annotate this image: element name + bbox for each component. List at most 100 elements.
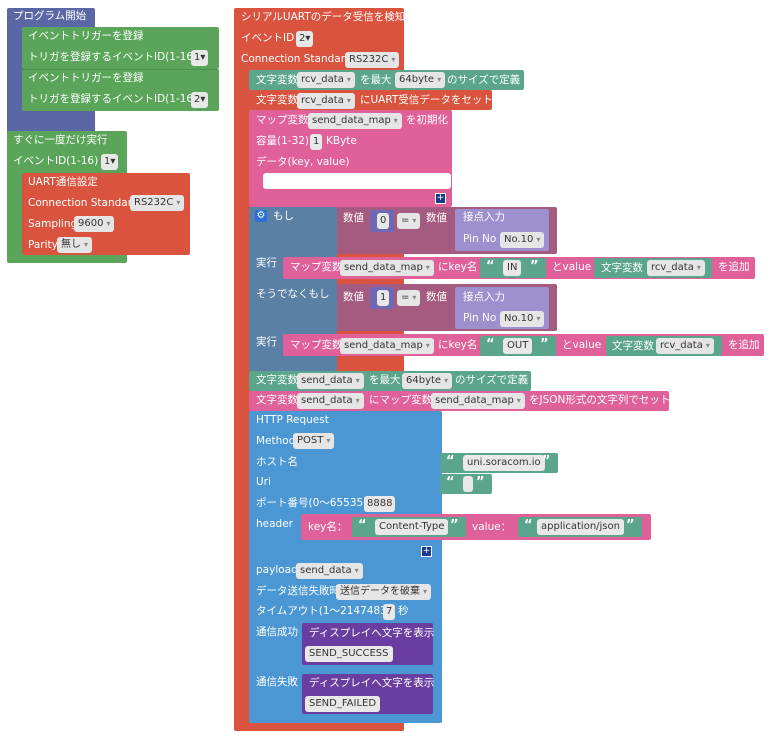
add2-key-field[interactable]: OUT (503, 338, 533, 354)
http-payload-label: payload (256, 564, 298, 576)
add2-var-dropdown[interactable]: send_data_map▾ (340, 338, 434, 354)
uart-settings-block[interactable] (22, 173, 190, 255)
uart-settings-title: UART通信設定 (28, 176, 98, 188)
add1-key-field[interactable]: IN (503, 260, 522, 276)
add2-key-label: にkey名 (438, 339, 478, 351)
add2-value-label: とvalue (562, 339, 602, 351)
http-uri-field[interactable] (463, 476, 473, 492)
header-value-label: value： (472, 521, 512, 533)
uart-set-suffix: にUART受信データをセット (360, 94, 493, 106)
add1-prefix: マップ変数 (290, 261, 343, 273)
display-label: ディスプレイへ文字を表示 (309, 627, 435, 639)
display-success-text[interactable]: SEND_SUCCESS (305, 646, 393, 662)
http-method-label: Method (256, 435, 296, 447)
http-port-field[interactable]: 8888 (364, 496, 396, 512)
map-init-var-dropdown[interactable]: send_data_map▾ (308, 113, 402, 129)
then-label-1: 実行 (256, 257, 277, 269)
quote-open-icon: “ (446, 475, 455, 490)
add1-key-label: にkey名 (438, 261, 478, 273)
quote-close-icon: ” (450, 518, 459, 533)
add2-value-prefix: 文字変数 (612, 340, 654, 352)
uart-set-prefix: 文字変数 (256, 94, 298, 106)
elseif-label: そうでなくもし (256, 288, 330, 300)
http-timeout-field[interactable]: 7 (383, 604, 396, 620)
add1-var-dropdown[interactable]: send_data_map▾ (340, 260, 434, 276)
map-cap-value[interactable]: 1 (310, 134, 323, 150)
sampling-label: Sampling (28, 218, 78, 230)
run-once-event-dropdown[interactable]: 1▾ (101, 154, 119, 170)
quote-open-icon: “ (446, 454, 455, 469)
conn-std-dropdown[interactable]: RS232C▾ (130, 195, 185, 211)
quote-close-icon: ” (626, 518, 635, 533)
quote-open-icon: “ (358, 518, 367, 533)
header-key-field[interactable]: Content-Type (375, 519, 449, 535)
map-data-label: データ(key, value) (256, 156, 350, 168)
strvar2-mid: を最大 (369, 374, 401, 386)
map-cap-unit: KByte (326, 135, 357, 147)
json-set-suffix: をJSON形式の文字列でセット (529, 394, 671, 406)
if-settings-gear-icon[interactable]: ⚙ (255, 210, 267, 222)
serial-conn-std-label: Connection Standard (241, 53, 352, 65)
cond2-num-label-2: 数値 (426, 291, 447, 303)
serial-event-label: イベントID (241, 32, 295, 44)
parity-label: Parity (28, 239, 58, 251)
cond1-num-value[interactable]: 0 (377, 213, 390, 229)
map-data-add-icon[interactable]: + (435, 193, 446, 204)
http-host-label: ホスト名 (256, 456, 298, 468)
serial-event-dropdown[interactable]: 2▾ (296, 31, 314, 47)
contact-input-label: 接点入力 (463, 291, 505, 303)
add1-value-label: とvalue (552, 261, 592, 273)
trigger-id-label: トリガを登録するイベントID(1-16) (28, 51, 198, 63)
http-uri-label: Uri (256, 476, 271, 488)
strvar1-size-dropdown[interactable]: 64byte▾ (395, 72, 446, 88)
add1-value-var-dropdown[interactable]: rcv_data▾ (647, 260, 705, 276)
map-data-input-slot[interactable] (263, 173, 451, 189)
strvar2-var-dropdown[interactable]: send_data▾ (297, 373, 364, 389)
cond1-operator-dropdown[interactable]: =▾ (397, 213, 421, 229)
add2-value-var-dropdown[interactable]: rcv_data▾ (656, 338, 714, 354)
strvar2-size-dropdown[interactable]: 64byte▾ (402, 373, 453, 389)
cond2-pin-dropdown[interactable]: No.10▾ (500, 311, 545, 327)
http-method-dropdown[interactable]: POST▾ (293, 433, 335, 449)
header-add-icon[interactable]: + (421, 546, 432, 557)
pin-no-label: Pin No (463, 312, 497, 324)
quote-close-icon: ” (530, 259, 539, 274)
event-trigger-label: イベントトリガーを登録 (28, 72, 144, 84)
header-value-field[interactable]: application/json (537, 519, 624, 535)
cond2-operator-dropdown[interactable]: =▾ (397, 290, 421, 306)
uart-set-var-dropdown[interactable]: rcv_data▾ (297, 93, 355, 109)
event-trigger-block-1[interactable] (22, 27, 219, 69)
trigger-id-dropdown-2[interactable]: 2▾ (191, 92, 209, 108)
map-cap-label: 容量(1-32) (256, 135, 310, 147)
http-fail-dropdown[interactable]: 送信データを破棄▾ (336, 584, 432, 600)
run-once-title: すぐに一度だけ実行 (13, 134, 108, 146)
http-success-label: 通信成功 (256, 626, 298, 638)
quote-open-icon: “ (524, 518, 533, 533)
sampling-dropdown[interactable]: 9600▾ (74, 216, 115, 232)
cond1-pin-dropdown[interactable]: No.10▾ (500, 232, 545, 248)
contact-input-label: 接点入力 (463, 211, 505, 223)
program-start-title: プログラム開始 (13, 10, 87, 22)
quote-open-icon: “ (486, 337, 495, 352)
json-set-map-dropdown[interactable]: send_data_map▾ (431, 393, 525, 409)
parity-dropdown[interactable]: 無し▾ (57, 237, 93, 253)
event-trigger-block-2[interactable] (22, 69, 219, 111)
pin-no-label: Pin No (463, 233, 497, 245)
quote-close-icon: ” (542, 454, 551, 469)
event-trigger-label: イベントトリガーを登録 (28, 30, 144, 42)
json-set-var-dropdown[interactable]: send_data▾ (297, 393, 364, 409)
cond2-num-value[interactable]: 1 (377, 290, 390, 306)
http-timeout-label: タイムアウト(1〜2147483) (256, 605, 391, 617)
header-key-label: key名： (308, 521, 348, 533)
http-payload-dropdown[interactable]: send_data▾ (296, 563, 363, 579)
display-failure-text[interactable]: SEND_FAILED (305, 696, 381, 712)
http-header-label: header (256, 518, 293, 530)
strvar1-var-dropdown[interactable]: rcv_data▾ (297, 72, 355, 88)
serial-conn-std-dropdown[interactable]: RS232C▾ (345, 52, 400, 68)
quote-close-icon: ” (540, 337, 549, 352)
trigger-id-dropdown-1[interactable]: 1▾ (191, 50, 209, 66)
http-host-field[interactable]: uni.soracom.io (463, 455, 545, 471)
map-init-prefix: マップ変数 (256, 114, 309, 126)
strvar1-mid: を最大 (360, 74, 392, 86)
strvar1-prefix: 文字変数 (256, 74, 298, 86)
